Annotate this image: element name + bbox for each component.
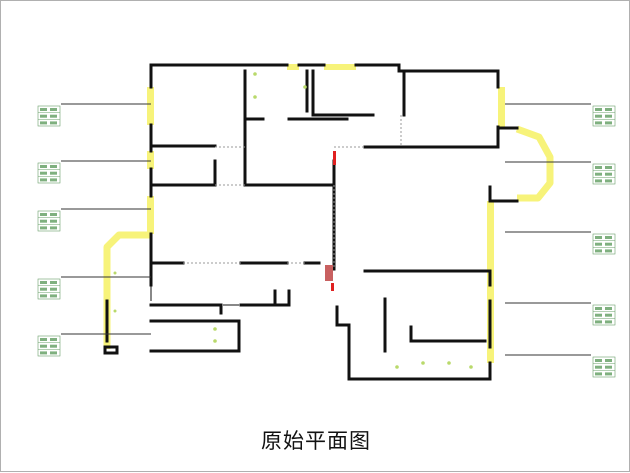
fixture-dot <box>113 271 117 275</box>
fixture-dot <box>395 365 399 369</box>
wall-right-upper <box>363 125 500 149</box>
label-tag-left-5 <box>37 335 61 357</box>
wall-outer-top-right <box>354 63 500 89</box>
partition-group <box>150 115 402 306</box>
pipe-marker-upper <box>333 151 336 165</box>
fixture-dot <box>253 72 257 76</box>
wall-right-lower <box>335 305 492 381</box>
window-bay-right <box>515 125 554 202</box>
window-left-middle <box>147 151 154 169</box>
wall-closet <box>311 69 375 117</box>
label-tag-right-4 <box>592 304 616 326</box>
pipe-marker-lower-2 <box>331 283 334 291</box>
window-left-upper <box>147 87 154 125</box>
window-bay-left <box>103 231 151 349</box>
plan-caption: 原始平面图 <box>261 429 371 453</box>
window-group <box>103 64 554 363</box>
wall-bay-left-base <box>103 345 119 355</box>
wall-bedroom-a-2 <box>149 159 217 187</box>
window-top-small <box>287 64 299 70</box>
fixture-dot <box>421 361 425 365</box>
label-tag-left-1 <box>37 105 61 127</box>
fixture-dot <box>213 327 217 331</box>
fixture-dot <box>253 95 257 99</box>
window-top-center <box>324 64 356 70</box>
fixture-dot <box>213 339 217 343</box>
label-tag-right-1 <box>592 105 616 127</box>
fixture-dot <box>113 309 117 313</box>
label-tag-column-right <box>592 105 616 378</box>
label-tag-left-4 <box>37 278 61 300</box>
window-right-upper <box>498 87 505 127</box>
label-tag-left-3 <box>37 210 61 232</box>
fixture-dot <box>303 85 307 89</box>
label-tag-right-5 <box>592 356 616 378</box>
pipe-marker-group <box>325 151 336 291</box>
wall-group <box>103 63 519 381</box>
label-tag-right-3 <box>592 233 616 255</box>
wall-kitchen-lower <box>149 319 241 353</box>
wall-kitchen-2 <box>239 289 291 307</box>
label-tag-right-2 <box>592 163 616 185</box>
label-tag-column-left <box>37 105 61 357</box>
leader-line-group <box>61 103 591 356</box>
pipe-marker-lower <box>325 265 333 281</box>
fixture-group <box>113 72 473 369</box>
label-tag-left-2 <box>37 162 61 184</box>
wall-kitchen <box>149 303 223 315</box>
wall-corridor <box>243 69 336 187</box>
window-left-lower <box>147 196 154 234</box>
fixture-dot <box>447 361 451 365</box>
fixture-dot <box>469 365 473 369</box>
wall-outer-top-left <box>149 63 289 89</box>
wall-right-bay-bottom <box>488 185 519 203</box>
wall-living-lower <box>363 269 492 287</box>
